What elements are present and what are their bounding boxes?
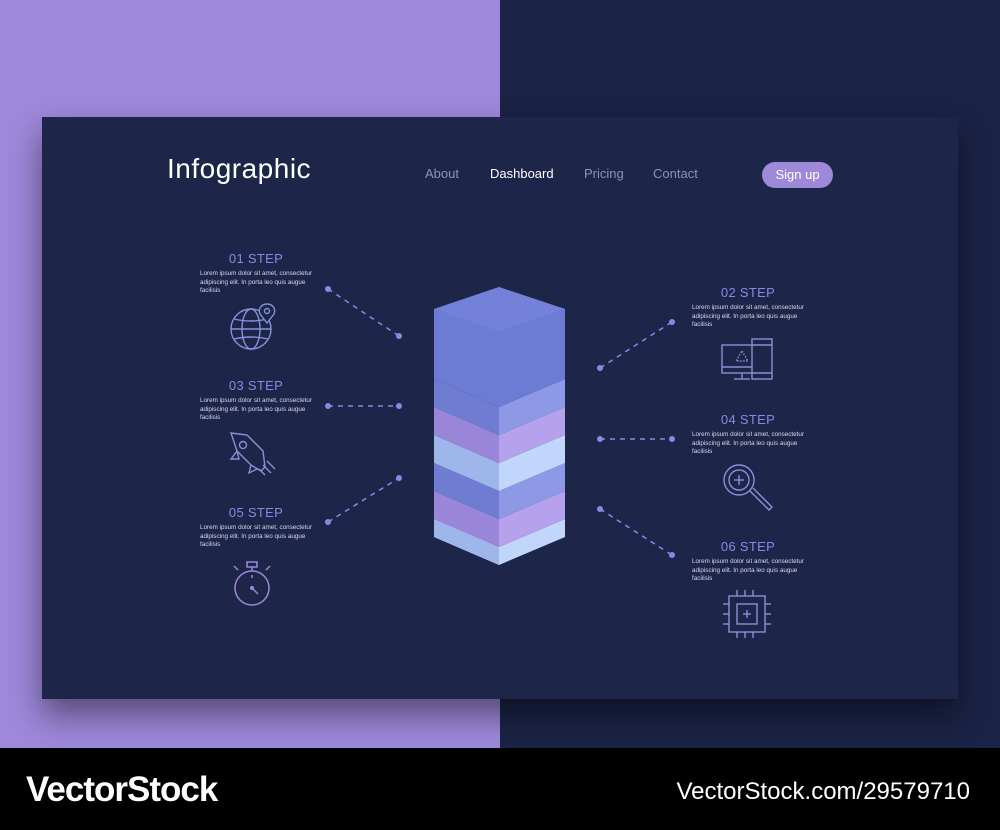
step-description: Lorem ipsum dolor sit amet, consectetur …: [200, 270, 312, 294]
monitor-phone-icon: [721, 338, 773, 380]
landing-card: Infographic About Dashboard Pricing Cont…: [42, 117, 958, 699]
footer-brand: VectorStock: [26, 770, 218, 809]
nav-about[interactable]: About: [425, 166, 459, 181]
step-title: 03 STEP: [228, 378, 284, 393]
step-title: 04 STEP: [720, 412, 776, 427]
chip-icon: [723, 590, 771, 638]
nav-pricing[interactable]: Pricing: [584, 166, 624, 181]
step-description: Lorem ipsum dolor sit amet, consectetur …: [200, 397, 312, 421]
step-description: Lorem ipsum dolor sit amet, consectetur …: [692, 431, 804, 455]
step-05: 05 STEP Lorem ipsum dolor sit amet, cons…: [200, 505, 312, 550]
connector-lines: [325, 286, 675, 558]
step-02: 02 STEP Lorem ipsum dolor sit amet, cons…: [692, 285, 804, 330]
signup-button[interactable]: Sign up: [762, 162, 833, 188]
step-description: Lorem ipsum dolor sit amet, consectetur …: [692, 558, 804, 582]
step-06: 06 STEP Lorem ipsum dolor sit amet, cons…: [692, 539, 804, 584]
logo: Infographic: [167, 153, 312, 184]
step-03: 03 STEP Lorem ipsum dolor sit amet, cons…: [200, 378, 312, 423]
nav-contact[interactable]: Contact: [653, 166, 698, 181]
stopwatch-icon: [233, 561, 271, 606]
rocket-icon: [229, 432, 276, 476]
step-title: 05 STEP: [228, 505, 284, 520]
step-title: 01 STEP: [228, 251, 284, 266]
stacked-server-graphic: [434, 287, 565, 565]
step-title: 02 STEP: [720, 285, 776, 300]
footer-url: VectorStock.com/29579710: [676, 778, 970, 805]
nav-dashboard[interactable]: Dashboard: [490, 166, 554, 181]
step-description: Lorem ipsum dolor sit amet, consectetur …: [200, 524, 312, 548]
magnifier-icon: [723, 464, 773, 511]
step-01: 01 STEP Lorem ipsum dolor sit amet, cons…: [200, 251, 312, 296]
step-title: 06 STEP: [720, 539, 776, 554]
watermark-footer: VectorStock VectorStock.com/29579710: [0, 748, 1000, 830]
globe-pin-icon: [230, 303, 276, 350]
step-description: Lorem ipsum dolor sit amet, consectetur …: [692, 304, 804, 328]
step-04: 04 STEP Lorem ipsum dolor sit amet, cons…: [692, 412, 804, 457]
